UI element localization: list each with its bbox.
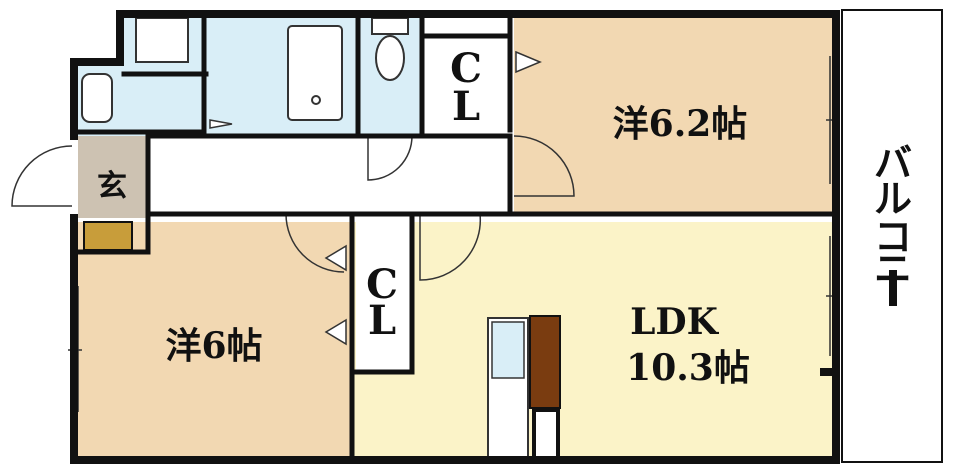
kitchen-counter-icon [529, 315, 561, 409]
bathtub-icon [287, 25, 343, 121]
western-room-6-2-floor [514, 16, 836, 214]
closet-1-label-l: L [452, 83, 480, 130]
folding-door-marks [209, 50, 542, 346]
entrance-label: 玄 [97, 169, 127, 204]
sink-basin-icon [491, 321, 525, 379]
closet-2-floor [356, 222, 410, 372]
balcony-long-dash [889, 270, 897, 306]
wash-basin-icon [81, 73, 113, 123]
western-room-6-2-label: 洋6.2帖 [613, 103, 748, 145]
balcony-char: ル [874, 177, 912, 221]
walls [70, 10, 840, 464]
balcony-label: バ ル コ ニ [874, 141, 912, 306]
balcony-char: コ [874, 215, 912, 259]
washing-machine-icon [135, 17, 189, 63]
ldk-floor [350, 222, 836, 460]
balcony-floor [841, 9, 943, 463]
western-room-6-label: 洋6帖 [165, 325, 262, 367]
toilet-bowl-icon [375, 35, 405, 81]
door-swings [11, 135, 575, 281]
fridge-space-icon [532, 408, 560, 462]
western-room-6-floor [78, 222, 350, 460]
closet-2-label-l: L [368, 297, 396, 344]
closet-1-label-c: C [450, 45, 482, 92]
closet-2-label-c: C [366, 261, 398, 308]
balcony-char: バ [874, 141, 912, 185]
hallway-floor [148, 136, 510, 214]
shoe-box [83, 221, 133, 251]
toilet-tank-icon [371, 17, 409, 35]
ldk-size-label: 10.3帖 [626, 347, 750, 389]
ldk-label: LDK [630, 301, 720, 343]
closet-1-floor [426, 36, 510, 132]
entrance-floor [78, 136, 148, 218]
bathtub-drain-icon [311, 95, 321, 105]
